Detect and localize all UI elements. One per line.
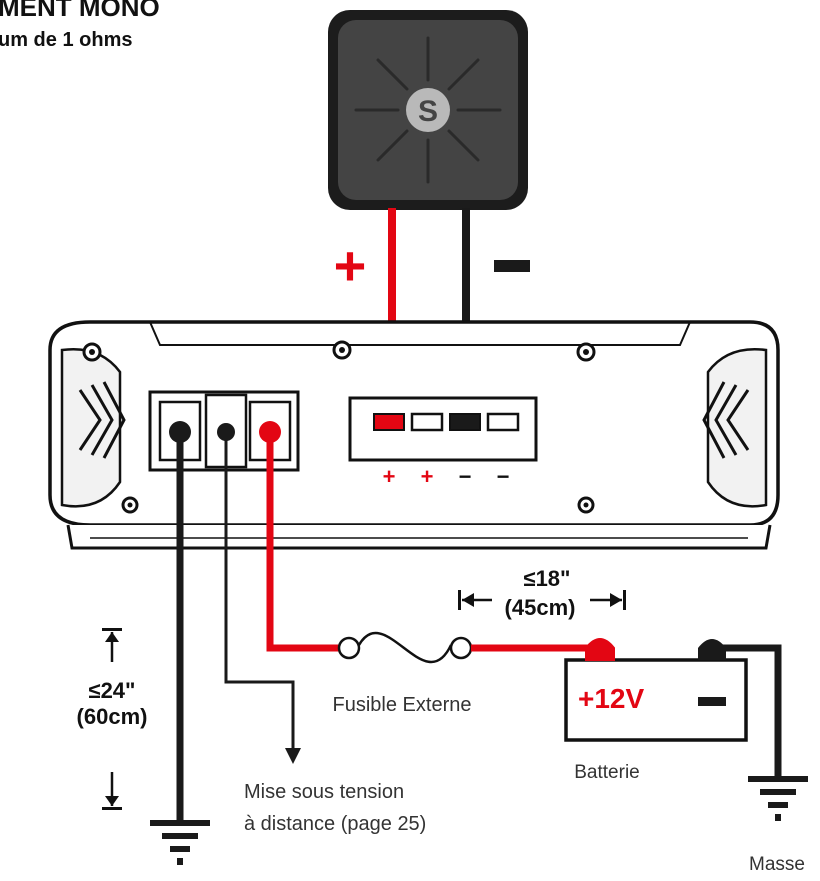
page-title: MENT MONO bbox=[0, 0, 160, 22]
sub-plus-sign: + bbox=[334, 234, 367, 297]
remote-label-line1: Mise sous tension bbox=[244, 781, 404, 803]
terminal-sign-3: − bbox=[459, 464, 472, 489]
battery-minus-icon bbox=[698, 697, 726, 706]
amp-base bbox=[66, 524, 772, 550]
subwoofer-logo-letter: S bbox=[418, 95, 438, 128]
remote-arrow-icon bbox=[285, 748, 301, 764]
battery-label: Batterie bbox=[574, 762, 639, 783]
speaker-terminal-3 bbox=[449, 413, 481, 431]
battery: +12V bbox=[564, 638, 748, 742]
terminal-sign-1: + bbox=[383, 464, 396, 489]
power-length-arrow-left-icon bbox=[458, 590, 492, 610]
amp-right-cap bbox=[706, 348, 768, 508]
power-wire-amp bbox=[266, 432, 340, 652]
speaker-terminal-4 bbox=[486, 412, 520, 432]
page-subtitle: um de 1 ohms bbox=[0, 29, 132, 51]
fuse-right-cap-icon bbox=[449, 636, 473, 660]
power-length-arrow-right-icon bbox=[590, 590, 626, 610]
ground-label: Masse bbox=[749, 854, 805, 875]
power-length-cm: (45cm) bbox=[505, 595, 576, 620]
ground-length-cm: (60cm) bbox=[77, 704, 148, 729]
fuse-element-icon bbox=[357, 631, 453, 664]
ground-symbol-icon bbox=[150, 820, 210, 865]
battery-positive-post-icon bbox=[585, 638, 615, 661]
ground-length-arrow-bottom-icon bbox=[102, 772, 122, 810]
sub-minus-sign-icon bbox=[494, 260, 530, 272]
amp-left-fins bbox=[78, 381, 126, 459]
amp-screws bbox=[82, 340, 596, 514]
remote-label-line2: à distance (page 25) bbox=[244, 813, 426, 835]
amp-top-ridge bbox=[149, 321, 691, 346]
subwoofer-rays bbox=[354, 36, 502, 184]
subwoofer: S bbox=[328, 10, 528, 210]
battery-ground-wire bbox=[712, 644, 782, 778]
speaker-terminal-1 bbox=[373, 413, 405, 431]
ground-length-arrow-top-icon bbox=[102, 628, 122, 662]
terminal-sign-4: − bbox=[497, 464, 510, 489]
amplifier: + + − − bbox=[48, 320, 780, 550]
ground-length-inches: ≤24" bbox=[89, 678, 136, 703]
amp-left-cap bbox=[60, 348, 122, 508]
remote-wire bbox=[224, 432, 295, 752]
terminal-sign-2: + bbox=[421, 464, 434, 489]
fuse-left-cap-icon bbox=[337, 636, 361, 660]
battery-voltage: +12V bbox=[578, 683, 644, 714]
subwoofer-logo-icon bbox=[406, 88, 450, 132]
amp-right-fins bbox=[702, 381, 750, 459]
fuse-label: Fusible Externe bbox=[333, 694, 472, 716]
masse-ground-symbol-icon bbox=[748, 776, 808, 821]
speaker-terminal-2 bbox=[410, 412, 444, 432]
power-length-inches: ≤18" bbox=[524, 566, 571, 591]
